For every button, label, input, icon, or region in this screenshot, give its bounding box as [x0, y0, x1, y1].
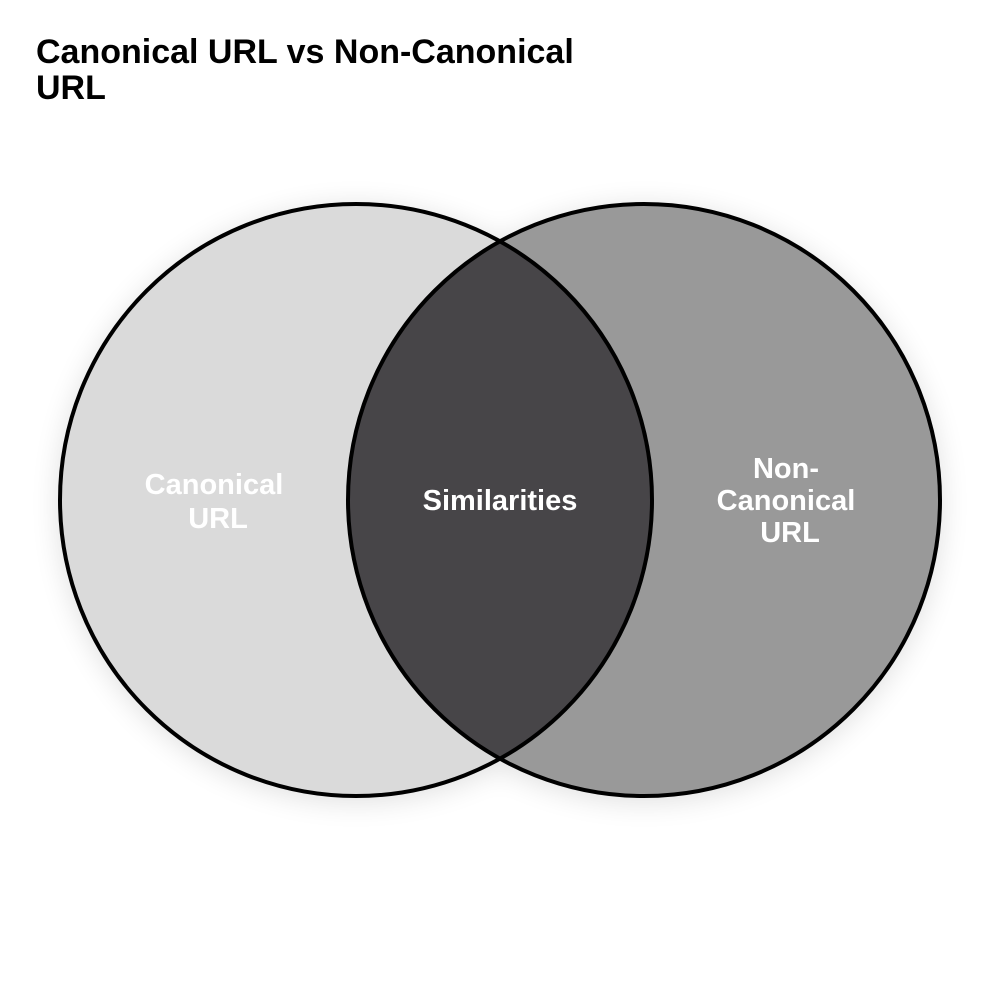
left-label-line: Canonical	[145, 469, 284, 501]
left-circle-label: Canonical URL	[145, 469, 292, 535]
left-label-line: URL	[188, 503, 248, 535]
overlap-region	[348, 204, 652, 796]
right-circle-label: Non- Canonical URL	[717, 453, 864, 549]
right-circle-outline	[346, 202, 942, 798]
right-label-line: Canonical	[717, 485, 856, 517]
overlap-label: Similarities	[423, 485, 578, 517]
page-title: Canonical URL vs Non-Canonical URL	[36, 33, 574, 107]
right-label-line: Non-	[753, 453, 819, 485]
left-circle-outline	[58, 202, 654, 798]
right-label-line: URL	[760, 517, 820, 549]
overlap-label-line: Similarities	[423, 485, 578, 517]
